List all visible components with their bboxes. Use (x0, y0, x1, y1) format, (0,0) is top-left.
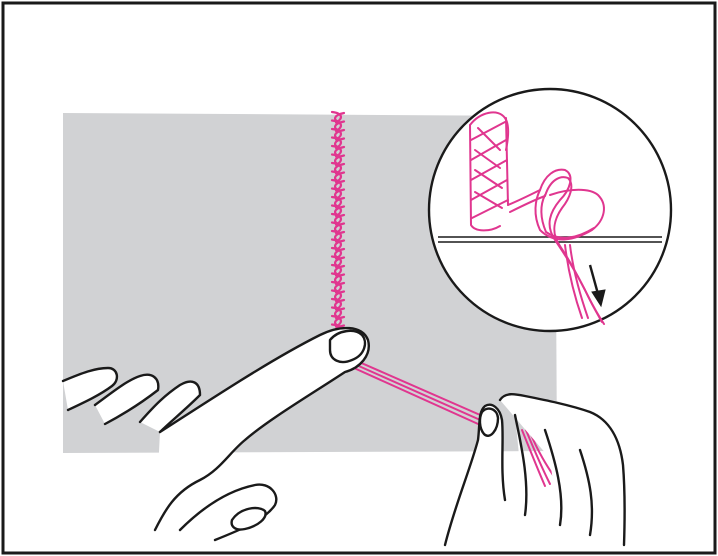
right-thumbnail-icon (480, 409, 498, 436)
magnified-detail (429, 89, 671, 331)
magnifier-circle (429, 89, 671, 331)
